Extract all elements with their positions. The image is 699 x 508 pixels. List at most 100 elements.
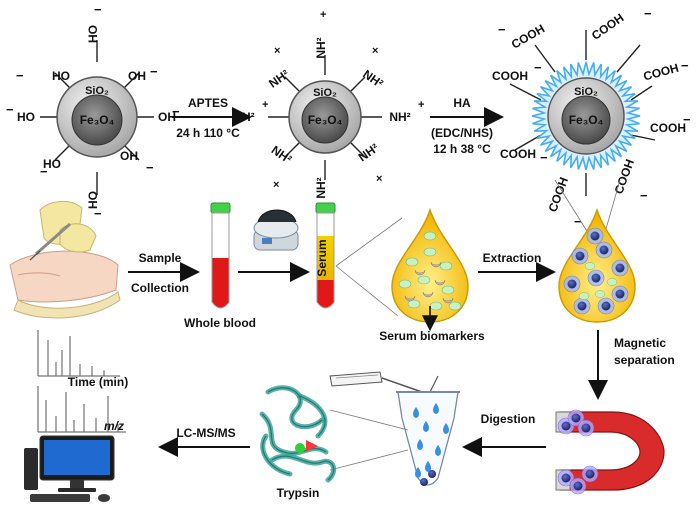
core-label: Fe₃O₄ bbox=[308, 113, 343, 127]
hydroxyl-group-label: HO bbox=[43, 157, 61, 171]
magnetic-bead bbox=[590, 231, 600, 241]
digestion-label: Digestion bbox=[481, 412, 536, 426]
biomarker-blob bbox=[578, 292, 590, 300]
magnetic-bead bbox=[581, 423, 591, 433]
serum-label: Serum bbox=[315, 239, 329, 276]
active-site-green bbox=[295, 443, 305, 453]
svg-text:−: − bbox=[94, 206, 102, 221]
mz-axis-label: m/z bbox=[104, 419, 124, 433]
protein-ribbon bbox=[269, 453, 337, 483]
magnetic-bead bbox=[615, 263, 625, 273]
amine-group-label: NH² bbox=[389, 110, 410, 124]
protein-ribbon-edge bbox=[261, 413, 327, 454]
trypsin-label: Trypsin bbox=[277, 486, 320, 500]
biomarker-fragment bbox=[414, 269, 426, 276]
magnetic-bead bbox=[420, 478, 428, 486]
serum-biomarkers-callout: Serum biomarkers bbox=[379, 306, 485, 343]
biomarker-blob bbox=[429, 301, 443, 311]
hydroxyl-group-label: HO bbox=[52, 69, 70, 83]
svg-text:−: − bbox=[16, 68, 24, 83]
chromatogram-plot: Time (min) bbox=[37, 330, 128, 389]
magnetic-bead bbox=[577, 301, 587, 311]
digestion-step: Digestion bbox=[462, 412, 546, 457]
svg-text:×: × bbox=[273, 179, 279, 191]
protein-ribbon-edge bbox=[267, 387, 323, 428]
protein-ribbon-edge bbox=[262, 435, 291, 475]
ha-conditions-label: 12 h 38 °C bbox=[433, 142, 491, 156]
magnetic-bead bbox=[573, 481, 583, 491]
extraction-label: Extraction bbox=[483, 251, 542, 265]
carboxyl-group-label: COOH bbox=[492, 69, 528, 83]
svg-text:−: − bbox=[644, 6, 652, 21]
carboxyl-group-label: COOH bbox=[509, 21, 547, 51]
magnetic-bead bbox=[567, 279, 577, 289]
biomarker-fragment bbox=[404, 295, 416, 302]
mass-spectrum-plot: m/z bbox=[37, 386, 126, 433]
biomarker-blob bbox=[407, 299, 421, 309]
trypsin-protein-icon: Trypsin bbox=[259, 385, 337, 500]
biomarker-blob bbox=[448, 301, 462, 311]
water-droplet bbox=[413, 407, 419, 418]
svg-text:×: × bbox=[376, 173, 382, 185]
biomarker-blob bbox=[439, 261, 453, 271]
svg-text:−: − bbox=[6, 102, 14, 117]
magnet-icon bbox=[555, 409, 665, 495]
svg-text:−: − bbox=[534, 60, 542, 75]
svg-text:+: + bbox=[418, 99, 424, 111]
lcms-step: LC-MS/MS bbox=[158, 426, 250, 457]
sample-label: Sample bbox=[139, 251, 182, 265]
biomarker-blob bbox=[441, 285, 455, 295]
lcms-label: LC-MS/MS bbox=[176, 426, 235, 440]
protein-ribbon-edge bbox=[271, 455, 335, 481]
hydroxyl-group-label: OH bbox=[158, 110, 176, 124]
active-site-red bbox=[306, 440, 318, 452]
biomarker-blob bbox=[594, 290, 606, 298]
amine-group-label: NH² bbox=[356, 141, 382, 165]
protein-ribbon-edge bbox=[299, 395, 326, 437]
ha-activator-label: (EDC/NHS) bbox=[431, 126, 493, 140]
carboxyl-group-label: COOH bbox=[612, 157, 637, 196]
carboxyl-group-label: COOH bbox=[589, 11, 627, 43]
biomarker-fragment bbox=[434, 279, 446, 286]
biomarker-fragment bbox=[442, 297, 454, 304]
serum-tube: Serum bbox=[315, 202, 336, 309]
digestion-tube bbox=[396, 391, 460, 486]
svg-text:×: × bbox=[274, 45, 280, 57]
biomarker-cluster bbox=[398, 231, 462, 311]
ha-reagent-label: HA bbox=[453, 96, 471, 110]
svg-text:+: + bbox=[320, 9, 326, 21]
blood-draw-illustration bbox=[9, 201, 121, 319]
aptes-reagent-label: APTES bbox=[188, 96, 228, 110]
protein-ribbon bbox=[265, 385, 325, 430]
water-droplet bbox=[415, 467, 421, 478]
core-label: Fe₃O₄ bbox=[80, 113, 115, 127]
water-droplet bbox=[443, 423, 449, 434]
time-axis-label: Time (min) bbox=[68, 375, 128, 389]
magnetic-bead bbox=[601, 301, 611, 311]
water-droplet bbox=[425, 461, 431, 472]
water-droplet bbox=[435, 445, 441, 456]
centrifuge-icon bbox=[253, 209, 299, 251]
aptes-step: APTES 24 h 110 °C bbox=[172, 96, 252, 140]
amine-group-label: NH² bbox=[360, 67, 386, 91]
bead-cluster bbox=[563, 227, 629, 315]
magnetic-bead bbox=[571, 413, 581, 423]
pipette-icon bbox=[329, 371, 439, 393]
carboxyl-group-label: COOH bbox=[650, 121, 686, 135]
particle-carboxyl: SiO₂ Fe₃O₄ COOH COOH COOH COOH COOH COOH… bbox=[492, 6, 691, 229]
svg-text:−: − bbox=[640, 188, 648, 203]
magnetic-bead bbox=[575, 251, 585, 261]
amine-group-label: NH² bbox=[266, 67, 292, 91]
magnetic-bead bbox=[585, 469, 595, 479]
hydroxyl-group-label: HO bbox=[17, 110, 35, 124]
svg-text:−: − bbox=[540, 150, 548, 165]
svg-text:−: − bbox=[150, 64, 158, 79]
aptes-conditions-label: 24 h 110 °C bbox=[176, 126, 240, 140]
shell-label: SiO₂ bbox=[313, 87, 337, 99]
hydroxyl-group-label: HO bbox=[86, 25, 100, 43]
carboxyl-group-label: COOH bbox=[642, 61, 680, 84]
amine-group-label: NH² bbox=[314, 37, 328, 58]
biomarker-fragment bbox=[430, 261, 442, 268]
biomarker-fragment bbox=[422, 291, 434, 298]
